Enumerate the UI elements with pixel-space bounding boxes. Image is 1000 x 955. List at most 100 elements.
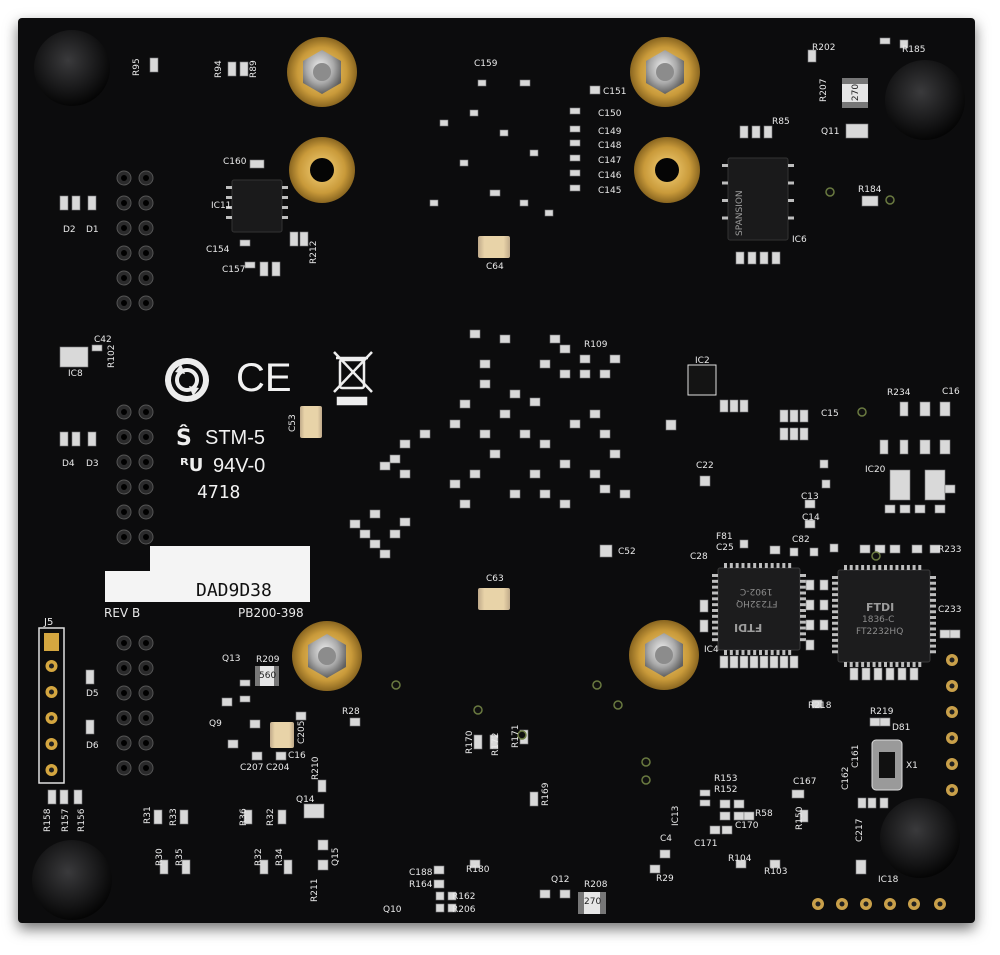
ref-r185: R185 <box>902 45 926 55</box>
ref-r152: R152 <box>714 785 738 795</box>
cap-c205 <box>270 722 294 748</box>
ref-x1: X1 <box>906 761 918 771</box>
ref-c146: C146 <box>598 171 622 181</box>
ref-c207: C207 <box>240 763 264 773</box>
ref-c14: C14 <box>802 513 820 523</box>
ref-c16: C16 <box>288 751 306 761</box>
ref-c82: C82 <box>792 535 810 545</box>
ftdi-right-code: 1836-C <box>862 615 895 625</box>
ftdi-right-model: FT2232HQ <box>856 627 904 637</box>
ref-r35: R35 <box>175 848 185 866</box>
ref-f81: F81 <box>716 532 733 542</box>
ic2-chip <box>687 364 717 396</box>
ref-q14: Q14 <box>296 795 315 805</box>
ref-q15: Q15 <box>331 847 341 866</box>
resistor-270-top <box>842 78 868 108</box>
rohs-code: STM-5 <box>205 427 265 449</box>
cap-c64 <box>478 236 510 258</box>
rohs-s-icon: Ŝ <box>176 425 192 451</box>
ref-c16b: C16 <box>942 387 960 397</box>
ref-c149: C149 <box>598 127 622 137</box>
ref-r29: R29 <box>656 874 674 884</box>
ref-d4: D4 <box>62 459 75 469</box>
revision-label: REV B <box>104 606 141 620</box>
edge-pads-right <box>946 654 958 796</box>
ref-c154: C154 <box>206 245 230 255</box>
ref-c160: C160 <box>223 157 247 167</box>
mount-nut-top-right <box>630 37 700 107</box>
ref-r31: R31 <box>143 806 153 824</box>
ref-ic2: IC2 <box>695 356 710 366</box>
ref-c233: C233 <box>938 605 962 615</box>
svg-text:ᴿU: ᴿU <box>180 455 203 476</box>
ic11-chip <box>226 179 288 233</box>
ref-c148: C148 <box>598 141 622 151</box>
ref-r180: R180 <box>466 865 490 875</box>
pcb-board <box>18 18 975 923</box>
cap-c63 <box>478 588 510 610</box>
ref-r208: R208 <box>584 880 608 890</box>
ref-r32b: R32 <box>254 848 264 866</box>
resistor-270-bottom-text: 270 <box>584 897 602 907</box>
ref-c42: C42 <box>94 335 112 345</box>
date-code: 4718 <box>197 482 241 503</box>
ftdi-chip-left <box>712 563 806 655</box>
ref-r212: R212 <box>309 240 319 264</box>
ref-c22: C22 <box>696 461 714 471</box>
ref-r89: R89 <box>249 60 259 78</box>
recycle-icon <box>165 358 209 402</box>
ref-c147: C147 <box>598 156 622 166</box>
ref-c145: C145 <box>598 186 622 196</box>
ref-r171: R171 <box>511 724 521 748</box>
ce-mark: CE <box>236 356 292 400</box>
ref-ic4: IC4 <box>704 645 719 655</box>
ftdi-left-code: 1902-C <box>740 586 773 596</box>
ref-r102: R102 <box>107 344 117 368</box>
ref-c167: C167 <box>793 777 817 787</box>
ref-r103: R103 <box>764 867 788 877</box>
smd-components <box>47 37 961 913</box>
ref-r32: R32 <box>266 808 276 826</box>
ref-c52: C52 <box>618 547 636 557</box>
ul-recognized-icon: ᴿU <box>180 455 203 476</box>
ref-c217: C217 <box>855 818 865 842</box>
ic6-chip <box>722 157 794 241</box>
ref-r156: R156 <box>77 808 87 832</box>
ref-r184: R184 <box>858 185 882 195</box>
ref-c63: C63 <box>486 574 504 584</box>
header-pins-middle <box>116 404 154 545</box>
resistor-560 <box>255 666 279 686</box>
ref-c161: C161 <box>851 744 861 768</box>
ftdi-chip-right <box>832 565 936 667</box>
j5-connector <box>38 627 65 784</box>
ref-r30: R30 <box>155 848 165 866</box>
j5-label: J5 <box>44 617 54 628</box>
serial-label <box>150 546 310 602</box>
ref-r162: R162 <box>452 892 476 902</box>
ref-c204: C204 <box>266 763 290 773</box>
ref-r33: R33 <box>169 808 179 826</box>
ref-c4: C4 <box>660 834 673 844</box>
resistor-560-text: 560 <box>259 671 277 681</box>
ftdi-left-model: FT232HQ <box>736 598 778 608</box>
rubber-foot-top-right <box>885 60 965 140</box>
ref-ic18: IC18 <box>878 875 899 885</box>
ref-r211: R211 <box>310 878 320 902</box>
mount-nut-top-left <box>287 37 357 107</box>
ref-d1: D1 <box>86 225 99 235</box>
ref-r202: R202 <box>812 43 836 53</box>
mount-hole-mid-right <box>634 137 700 203</box>
crystal-x1 <box>871 739 903 791</box>
ref-r34: R34 <box>275 848 285 866</box>
ref-c28: C28 <box>690 552 708 562</box>
ref-r150: R150 <box>795 806 805 830</box>
ref-c205: C205 <box>297 720 307 744</box>
weee-bin-icon <box>333 351 373 406</box>
part-number: PB200-398 <box>238 606 304 620</box>
ref-r233: R233 <box>938 545 962 555</box>
ref-c15: C15 <box>821 409 839 419</box>
ul-rating: 94V-0 <box>213 455 266 477</box>
ref-c157: C157 <box>222 265 246 275</box>
